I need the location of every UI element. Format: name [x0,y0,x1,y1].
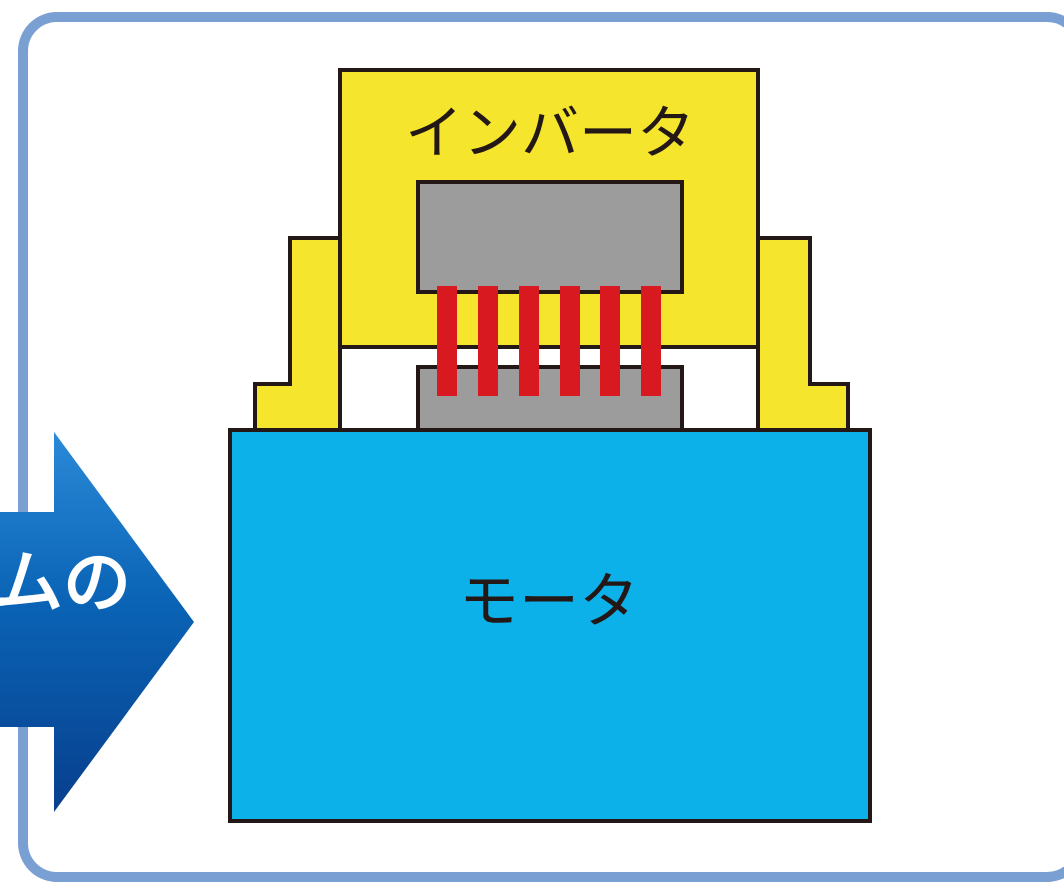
motor-block [228,428,872,823]
motor-label: モータ [459,567,639,637]
terminal [519,286,539,396]
terminal [600,286,620,396]
inverter-label: インバータ [405,99,695,167]
terminal [641,286,661,396]
arrow-label: ムの [0,544,131,623]
terminal [478,286,498,396]
upper-module [416,180,684,294]
terminal-group [437,286,661,396]
terminal [560,286,580,396]
lower-module [416,365,684,432]
process-arrow [0,432,194,812]
terminal [437,286,457,396]
